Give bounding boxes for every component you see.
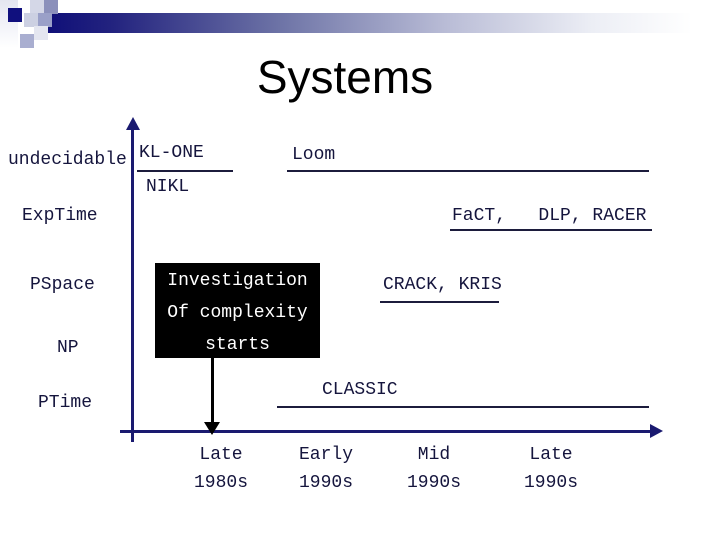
deco-square — [44, 0, 58, 14]
slide-title: Systems — [256, 51, 434, 103]
x-axis-label-group: Late 1980s — [161, 446, 281, 493]
classic-underline — [277, 406, 649, 408]
x-axis-decade: 1990s — [406, 473, 461, 493]
exptime-row-underline — [450, 229, 652, 231]
callout-arrow-stem — [211, 358, 214, 424]
y-axis-label-ptime: PTime — [38, 393, 93, 413]
deco-square — [38, 13, 52, 27]
up-arrowhead-icon — [126, 117, 140, 130]
right-arrowhead-icon — [650, 424, 663, 438]
systems-exptime-row: FaCT, DLP, RACER — [452, 206, 647, 226]
callout-box: Investigation Of complexity starts — [155, 263, 320, 358]
y-axis-line — [131, 128, 134, 442]
loom-underline — [287, 170, 649, 172]
deco-square — [24, 13, 38, 27]
x-axis-label-group: Mid 1990s — [374, 446, 494, 493]
system-nikl: NIKL — [146, 177, 190, 197]
deco-square — [20, 34, 34, 48]
deco-square — [34, 26, 48, 40]
down-arrowhead-icon — [204, 422, 220, 435]
x-axis-label-group: Late 1990s — [491, 446, 611, 493]
y-axis-label-exptime: ExpTime — [22, 206, 98, 226]
x-axis-label-group: Early 1990s — [266, 446, 386, 493]
x-axis-period: Mid — [417, 445, 451, 465]
x-axis-period: Late — [529, 445, 573, 465]
x-axis-period: Late — [199, 445, 243, 465]
callout-line: starts — [205, 335, 270, 355]
deco-gradient-bar — [46, 13, 712, 33]
y-axis-label-np: NP — [57, 338, 79, 358]
x-axis-decade: 1980s — [193, 473, 248, 493]
deco-square — [30, 0, 44, 14]
y-axis-label-undecidable: undecidable — [8, 150, 127, 170]
x-axis-decade: 1990s — [298, 473, 353, 493]
systems-pspace-row: CRACK, KRIS — [383, 275, 502, 295]
x-axis-period: Early — [298, 445, 353, 465]
y-axis-label-pspace: PSpace — [30, 275, 95, 295]
callout-line: Investigation — [167, 271, 308, 291]
kl-one-underline — [137, 170, 233, 172]
x-axis-line — [120, 430, 652, 433]
system-loom: Loom — [292, 145, 336, 165]
deco-square — [8, 8, 22, 22]
x-axis-decade: 1990s — [523, 473, 578, 493]
callout-line: Of complexity — [167, 303, 308, 323]
system-classic: CLASSIC — [322, 380, 398, 400]
pspace-row-underline — [380, 301, 499, 303]
system-kl-one: KL-ONE — [139, 143, 204, 163]
